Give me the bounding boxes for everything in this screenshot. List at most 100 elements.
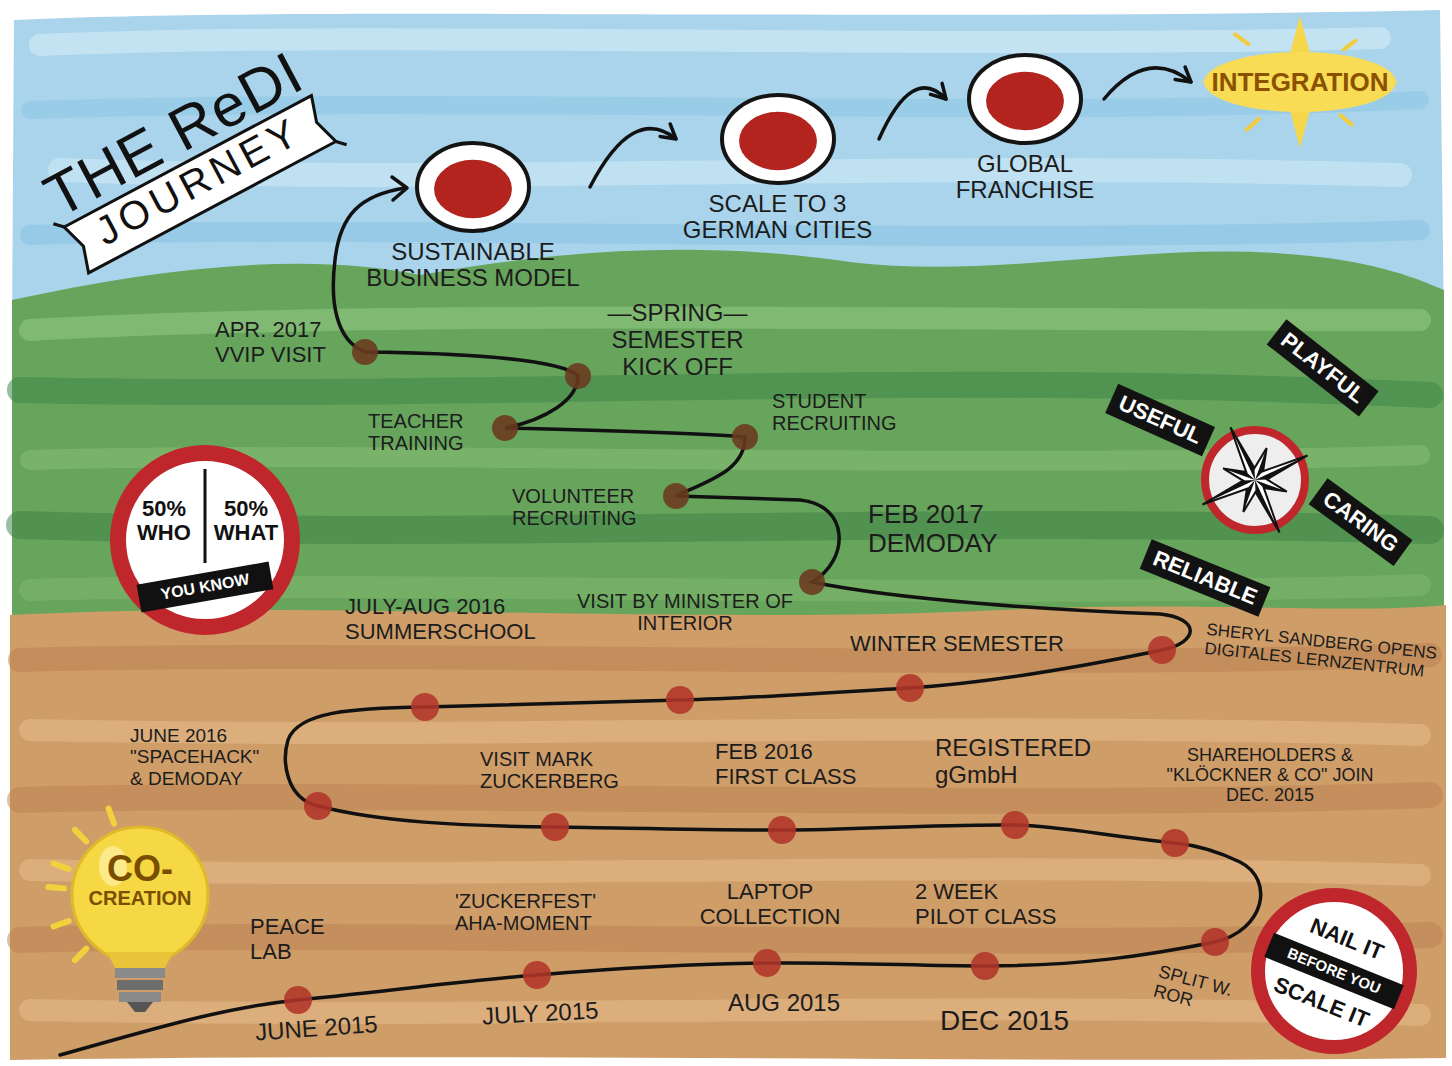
milestone-label: STUDENT RECRUITING	[772, 390, 922, 435]
milestone-label: SPLIT W. ROR	[1151, 961, 1246, 1023]
sign-divider	[204, 469, 207, 563]
road-sign: 50% WHO50% WHATYOU KNOW	[110, 445, 300, 635]
milestone-label: VISIT BY MINISTER OF INTERIOR	[565, 590, 805, 635]
compass-rose	[1205, 430, 1305, 530]
bulb-base	[115, 968, 165, 978]
milestone-dots	[799, 569, 825, 595]
bulb-shape	[55, 800, 225, 1040]
circle-ring	[417, 143, 529, 231]
brown-soil	[20, 795, 1430, 801]
milestone-label: VISIT MARK ZUCKERBERG	[480, 748, 630, 793]
circle-ring	[969, 55, 1081, 143]
sign-band	[137, 562, 274, 613]
milestone-dots	[284, 339, 1229, 1014]
compass-rose	[1223, 458, 1255, 490]
milestone-label: TEACHER TRAINING	[368, 410, 488, 455]
milestone-label: SHAREHOLDERS & "KLÖCKNER & CO" JOIN DEC.…	[1150, 745, 1390, 805]
brown-soil	[10, 605, 1446, 1060]
arrow-connector	[1104, 67, 1191, 99]
arrow-head	[931, 83, 947, 99]
brown-soil	[30, 729, 1420, 735]
green-hills	[12, 250, 1444, 650]
flag-text: PLAYFUL	[1275, 327, 1370, 409]
sign-content: NAIL ITBEFORE YOUSCALE IT	[1222, 859, 1446, 1066]
arrow-connector	[590, 124, 676, 187]
flag-text: USEFUL	[1114, 390, 1205, 450]
goal-circle-shape	[966, 52, 1084, 146]
star-spark	[1340, 115, 1351, 124]
milestone-label: FEB 2017 DEMODAY	[868, 500, 1018, 558]
arrow-connector	[879, 83, 946, 139]
milestone-label: 'ZUCKERFEST' AHA-MOMENT	[455, 890, 625, 935]
goal-circle: GLOBAL FRANCHISE	[950, 52, 1100, 204]
bulb-ray	[75, 830, 86, 841]
milestone-dots	[768, 816, 796, 844]
star-spark	[1344, 41, 1356, 50]
bulb-ray	[54, 921, 69, 926]
date-label: AUG 2015	[728, 990, 858, 1017]
brown-soil	[10, 605, 1446, 1060]
milestone-label: FEB 2016 FIRST CLASS	[715, 740, 865, 789]
sign-band	[137, 562, 274, 613]
milestone-label: —SPRING— SEMESTER KICK OFF	[600, 300, 755, 381]
milestone-dots	[284, 986, 312, 1014]
green-hills	[12, 250, 1444, 650]
milestone-dots	[663, 483, 689, 509]
arrow-head	[660, 124, 676, 139]
bulb-base	[117, 980, 163, 990]
milestone-label: 2 WEEK PILOT CLASS	[915, 880, 1065, 929]
milestone-dots	[896, 674, 924, 702]
compass-rose	[1245, 448, 1277, 480]
arrow-head	[1175, 67, 1191, 82]
arrow-line	[1104, 68, 1191, 99]
date-label: DEC 2015	[940, 1005, 1090, 1036]
milestone-dots	[1001, 811, 1029, 839]
circle-ring	[722, 95, 834, 183]
goal-text: SUSTAINABLE BUSINESS MODEL	[360, 239, 586, 292]
compass-rose	[1233, 480, 1265, 512]
milestone-label: JULY-AUG 2016 SUMMERSCHOOL	[345, 595, 545, 644]
star-glow	[1204, 52, 1396, 112]
value-flag: PLAYFUL	[1266, 319, 1378, 417]
circle-core	[739, 112, 817, 170]
date-label: JULY 2015	[481, 997, 612, 1031]
milestone-dots	[1161, 829, 1189, 857]
milestone-label: VOLUNTEER RECRUITING	[512, 485, 652, 530]
milestone-dots	[541, 813, 569, 841]
goal-text: GLOBAL FRANCHISE	[950, 151, 1100, 204]
milestone-dots	[304, 792, 332, 820]
goal-text: SCALE TO 3 GERMAN CITIES	[680, 191, 875, 244]
bulb-ray	[75, 949, 86, 960]
flag-text: RELIABLE	[1149, 545, 1261, 611]
integration-star: INTEGRATION	[1195, 12, 1405, 152]
milestone-dots	[523, 961, 551, 989]
light-bulb: CO-CREATION	[55, 800, 225, 1040]
sign-ring	[118, 453, 292, 627]
value-flag: CARING	[1308, 478, 1412, 566]
bulb-ray	[48, 887, 64, 888]
ribbon	[336, 138, 347, 149]
milestone-label: PEACE LAB	[250, 915, 340, 964]
star-rays	[1199, 16, 1401, 148]
flag-text: CARING	[1317, 486, 1403, 558]
milestone-dots	[1148, 636, 1176, 664]
value-flag: USEFUL	[1105, 384, 1215, 457]
goal-circle: SCALE TO 3 GERMAN CITIES	[680, 92, 875, 244]
star-text: INTEGRATION	[1211, 68, 1388, 97]
milestone-dots	[492, 415, 518, 441]
milestone-dots	[753, 949, 781, 977]
circle-core	[434, 160, 512, 218]
milestone-label: SHERYL SANDBERG OPENS DIGITALES LERNZENT…	[1204, 620, 1442, 682]
bulb-ray	[54, 864, 69, 869]
milestone-dots	[352, 339, 378, 365]
journey-path	[392, 177, 407, 200]
milestone-label: REGISTERED gGmbH	[935, 735, 1110, 789]
date-label: JUNE 2015	[254, 1010, 386, 1046]
sky	[40, 38, 1380, 45]
bulb-text: CO-CREATION	[75, 850, 205, 909]
milestone-dots	[666, 686, 694, 714]
milestone-label: APR. 2017 VVIP VISIT	[215, 318, 335, 367]
journey-path	[60, 177, 1261, 1055]
